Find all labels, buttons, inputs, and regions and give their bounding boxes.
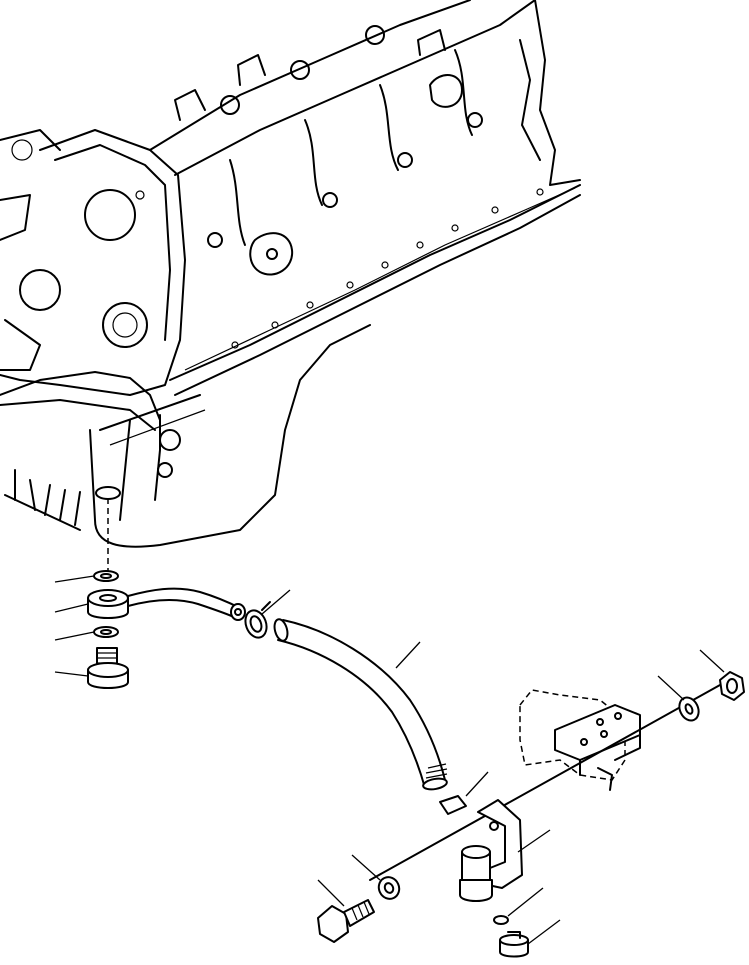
leader-lines: [54, 575, 725, 945]
hex-bolt: [317, 899, 375, 943]
l-bracket-fitting: [459, 799, 523, 902]
o-ring: [493, 915, 509, 925]
washer-right: [678, 696, 700, 722]
oil-pan: [0, 324, 371, 548]
axis-line: [369, 684, 721, 881]
plug: [499, 931, 529, 958]
mounting-bracket: [519, 689, 641, 791]
washer-bolt: [377, 876, 401, 900]
drain-pipe: [127, 587, 246, 621]
hose-clamp: [244, 601, 271, 639]
drain-fitting-stack: [87, 570, 129, 689]
hex-nut: [719, 671, 745, 701]
drain-hose: [273, 618, 448, 791]
washer-top: [93, 570, 119, 582]
hose-cap: [439, 795, 467, 815]
timing-cover: [0, 129, 186, 396]
engine-block: [149, 0, 581, 396]
